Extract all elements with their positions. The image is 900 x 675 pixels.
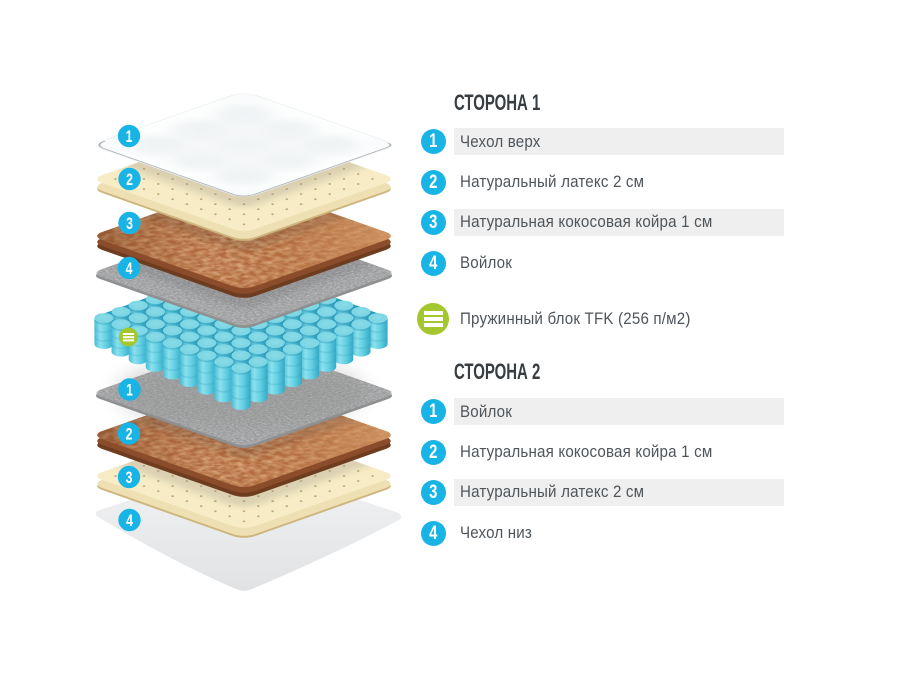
svg-text:1: 1 — [126, 382, 133, 400]
svg-text:4: 4 — [126, 260, 133, 278]
svg-text:2: 2 — [126, 426, 133, 444]
svg-text:3: 3 — [126, 469, 133, 487]
svg-text:2: 2 — [126, 171, 133, 189]
svg-text:4: 4 — [126, 512, 133, 530]
svg-text:1: 1 — [126, 128, 133, 146]
svg-text:3: 3 — [126, 215, 133, 233]
